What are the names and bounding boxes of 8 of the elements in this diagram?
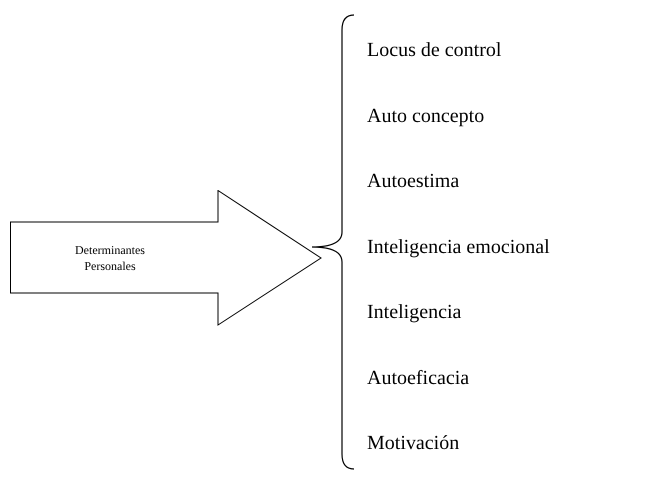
- list-item-text: Motivación: [367, 431, 460, 455]
- list-item-text: Locus de control: [367, 38, 502, 62]
- arrow-label: Determinantes Personales: [74, 242, 146, 274]
- list-item-text: Autoeficacia: [367, 366, 470, 390]
- list-item-text: Autoestima: [367, 169, 460, 193]
- list-item-text: Auto concepto: [367, 104, 484, 128]
- list-item-text: Inteligencia emocional: [367, 234, 550, 258]
- list-item-text: Inteligencia: [367, 300, 462, 324]
